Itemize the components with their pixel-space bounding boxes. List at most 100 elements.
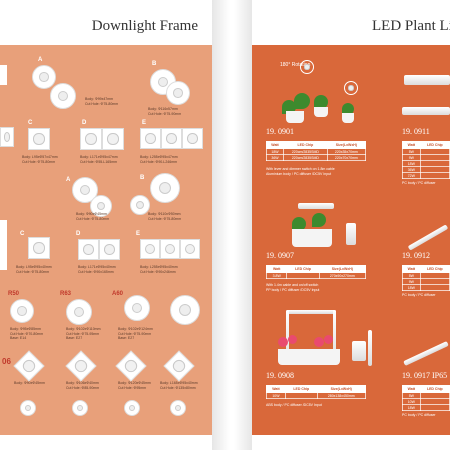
product-number: 19. 0912 — [402, 251, 430, 260]
downlight-frame-image — [102, 128, 124, 150]
downlight-frame-image — [78, 239, 99, 260]
model-letter: D — [76, 231, 81, 237]
model-letter: E — [136, 231, 141, 237]
pot-image — [314, 107, 328, 117]
downlight-frame-image — [163, 350, 195, 382]
downlight-frame-image — [13, 350, 45, 382]
spec-text: Body: Φ90xΦ45mm — [14, 381, 45, 385]
spec-text: Body: L95xΦ57x47mm Cut Hole: Φ75-80mm — [22, 155, 58, 164]
table-header: Size(LxWxH) — [318, 265, 367, 273]
downlight-frame-image — [115, 350, 147, 382]
model-letter: A — [38, 57, 43, 63]
downlight-frame-image — [99, 239, 120, 260]
downlight-frame-image — [150, 173, 180, 203]
downlight-frame-image — [10, 299, 34, 323]
rotation-label: 180° Rotation — [280, 62, 311, 68]
pot-image — [342, 113, 354, 123]
product-number: 19. 0911 — [402, 127, 430, 136]
downlight-frame-image — [32, 65, 56, 89]
planter-lamp-bar-image — [298, 203, 334, 209]
model-letter: C — [28, 120, 33, 126]
spec-text: Body: L165xΦ95x40mm Cut Hole: Φ135x80mm — [160, 381, 198, 390]
table-header: LED Chip — [283, 141, 328, 149]
product-note: With 1.4m cable and on/off switch PP bod… — [266, 283, 320, 292]
product-number: 19. 0917 IP65 — [402, 371, 448, 380]
led-tube-image — [407, 224, 449, 251]
planter-image — [292, 229, 332, 247]
table-header: Watt — [402, 141, 421, 149]
model-letter: A — [66, 177, 71, 183]
accessory-image — [352, 341, 366, 361]
product-note: PC body / PC diffuser — [402, 413, 436, 417]
plant-image — [282, 100, 296, 114]
spec-text: Body: Φ116x57mm Cut Hole: Φ75-90mm — [148, 107, 182, 116]
downlight-frame-image — [50, 83, 76, 109]
flower-image — [324, 335, 333, 344]
table-row: 3.8W 270x90x270mm — [265, 272, 367, 279]
spec-table: Watt LED Chip 5W 10W 18W — [402, 385, 450, 411]
grow-light-pole-image — [286, 310, 289, 365]
flower-image — [314, 337, 324, 347]
table-header: Watt — [266, 141, 284, 149]
accessory-image — [368, 330, 372, 366]
plant-lamp-head-image — [300, 60, 314, 74]
product-note: With lever and dimmer switch on 1.8m cab… — [266, 167, 335, 176]
downlight-frame-image — [170, 295, 200, 325]
plant-lamp-head-image — [344, 81, 358, 95]
spec-table: Watt LED Chip Size(LxWxH) 18W 220cm/2835… — [266, 141, 367, 161]
downlight-frame-image — [124, 295, 150, 321]
flower-image — [278, 337, 288, 347]
table-header: LED Chip — [419, 265, 450, 273]
downlight-frame-image — [28, 237, 50, 259]
plant-image — [314, 95, 328, 109]
spec-text: Body: Φ95xΦ85mm Cut Hole: Φ70-80mm Base:… — [10, 327, 44, 340]
plant-image — [294, 93, 310, 109]
table-row: 72W — [402, 172, 450, 179]
page-title: LED Plant Light — [372, 18, 450, 34]
table-header: LED Chip — [286, 265, 320, 273]
plant-light-panel: 180° Rotation 19. 0901 Watt LED Chip Siz… — [252, 45, 450, 435]
spec-text: Body: L95xΦ95x40mm Cut Hole: Φ75-80mm — [16, 265, 52, 274]
spec-text: Body: L255xΦ95x40mm Cut Hole: Φ90x246mm — [140, 265, 178, 274]
table-header: Size(LxWxH) — [316, 385, 366, 393]
table-row: 36W 220cm/2835SMD 220x70x70mm — [266, 154, 367, 161]
downlight-frame-image — [140, 128, 161, 149]
model-letter: R50 — [8, 291, 20, 297]
model-letter: C — [20, 231, 25, 237]
table-header: LED Chip — [419, 385, 450, 393]
model-letter: B — [140, 175, 145, 181]
downlight-frame-image — [65, 350, 97, 382]
table-header: Watt — [402, 385, 421, 393]
table-header: Watt — [265, 265, 288, 273]
planter-image — [278, 349, 340, 365]
spec-text: Body: L255xΦ95x47mm Cut Hole: Φ90-L246mm — [140, 155, 178, 164]
grow-light-pole-image — [333, 310, 336, 365]
product-number: 19. 0908 — [266, 371, 294, 380]
table-header: Size(LxWxH) — [326, 141, 367, 149]
spec-text: Body: Φ102xΦ110mm Cut Hole: Φ75-95mm Bas… — [66, 327, 101, 340]
spec-text: Body: Φ99x47mm Cut Hole: Φ75-80mm — [85, 97, 119, 106]
model-letter: R63 — [60, 291, 72, 297]
spec-text: Body: L171xΦ95x47mm Cut Hole: Φ55-L165mm — [80, 155, 118, 164]
spec-table: Watt LED Chip 5W 9W 18W — [402, 265, 450, 291]
downlight-frame-image — [80, 128, 102, 150]
product-number: 19. 0901 — [266, 127, 294, 136]
downlight-frame-image — [90, 195, 112, 217]
downlight-frame-image — [140, 239, 160, 259]
downlight-frame-image — [66, 299, 92, 325]
table-header: LED Chip — [419, 141, 450, 149]
plant-image — [312, 213, 326, 227]
downlight-frame-image — [180, 239, 200, 259]
grow-light-bar-image — [286, 310, 336, 314]
downlight-frame-image — [166, 81, 190, 105]
edge-strip — [0, 220, 7, 270]
flower-image — [288, 335, 297, 344]
page-title: Downlight Frame — [91, 18, 198, 34]
spec-text: Body: Φ90xΦ45mm Cut Hole: Φ75-80mm — [76, 212, 110, 221]
downlight-frame-image — [160, 239, 180, 259]
table-row: 10W 280x138x450mm — [266, 392, 366, 399]
book-gutter — [212, 0, 252, 450]
spec-text: Body: Φ110xΦ50mm Cut Hole: Φ75-80mm — [148, 212, 182, 221]
spec-table: Watt LED Chip Size(LxWxH) 10W 280x138x45… — [266, 385, 366, 399]
left-catalog-page: Downlight Frame A Body: Φ99x47mm Cut Hol… — [0, 0, 212, 450]
